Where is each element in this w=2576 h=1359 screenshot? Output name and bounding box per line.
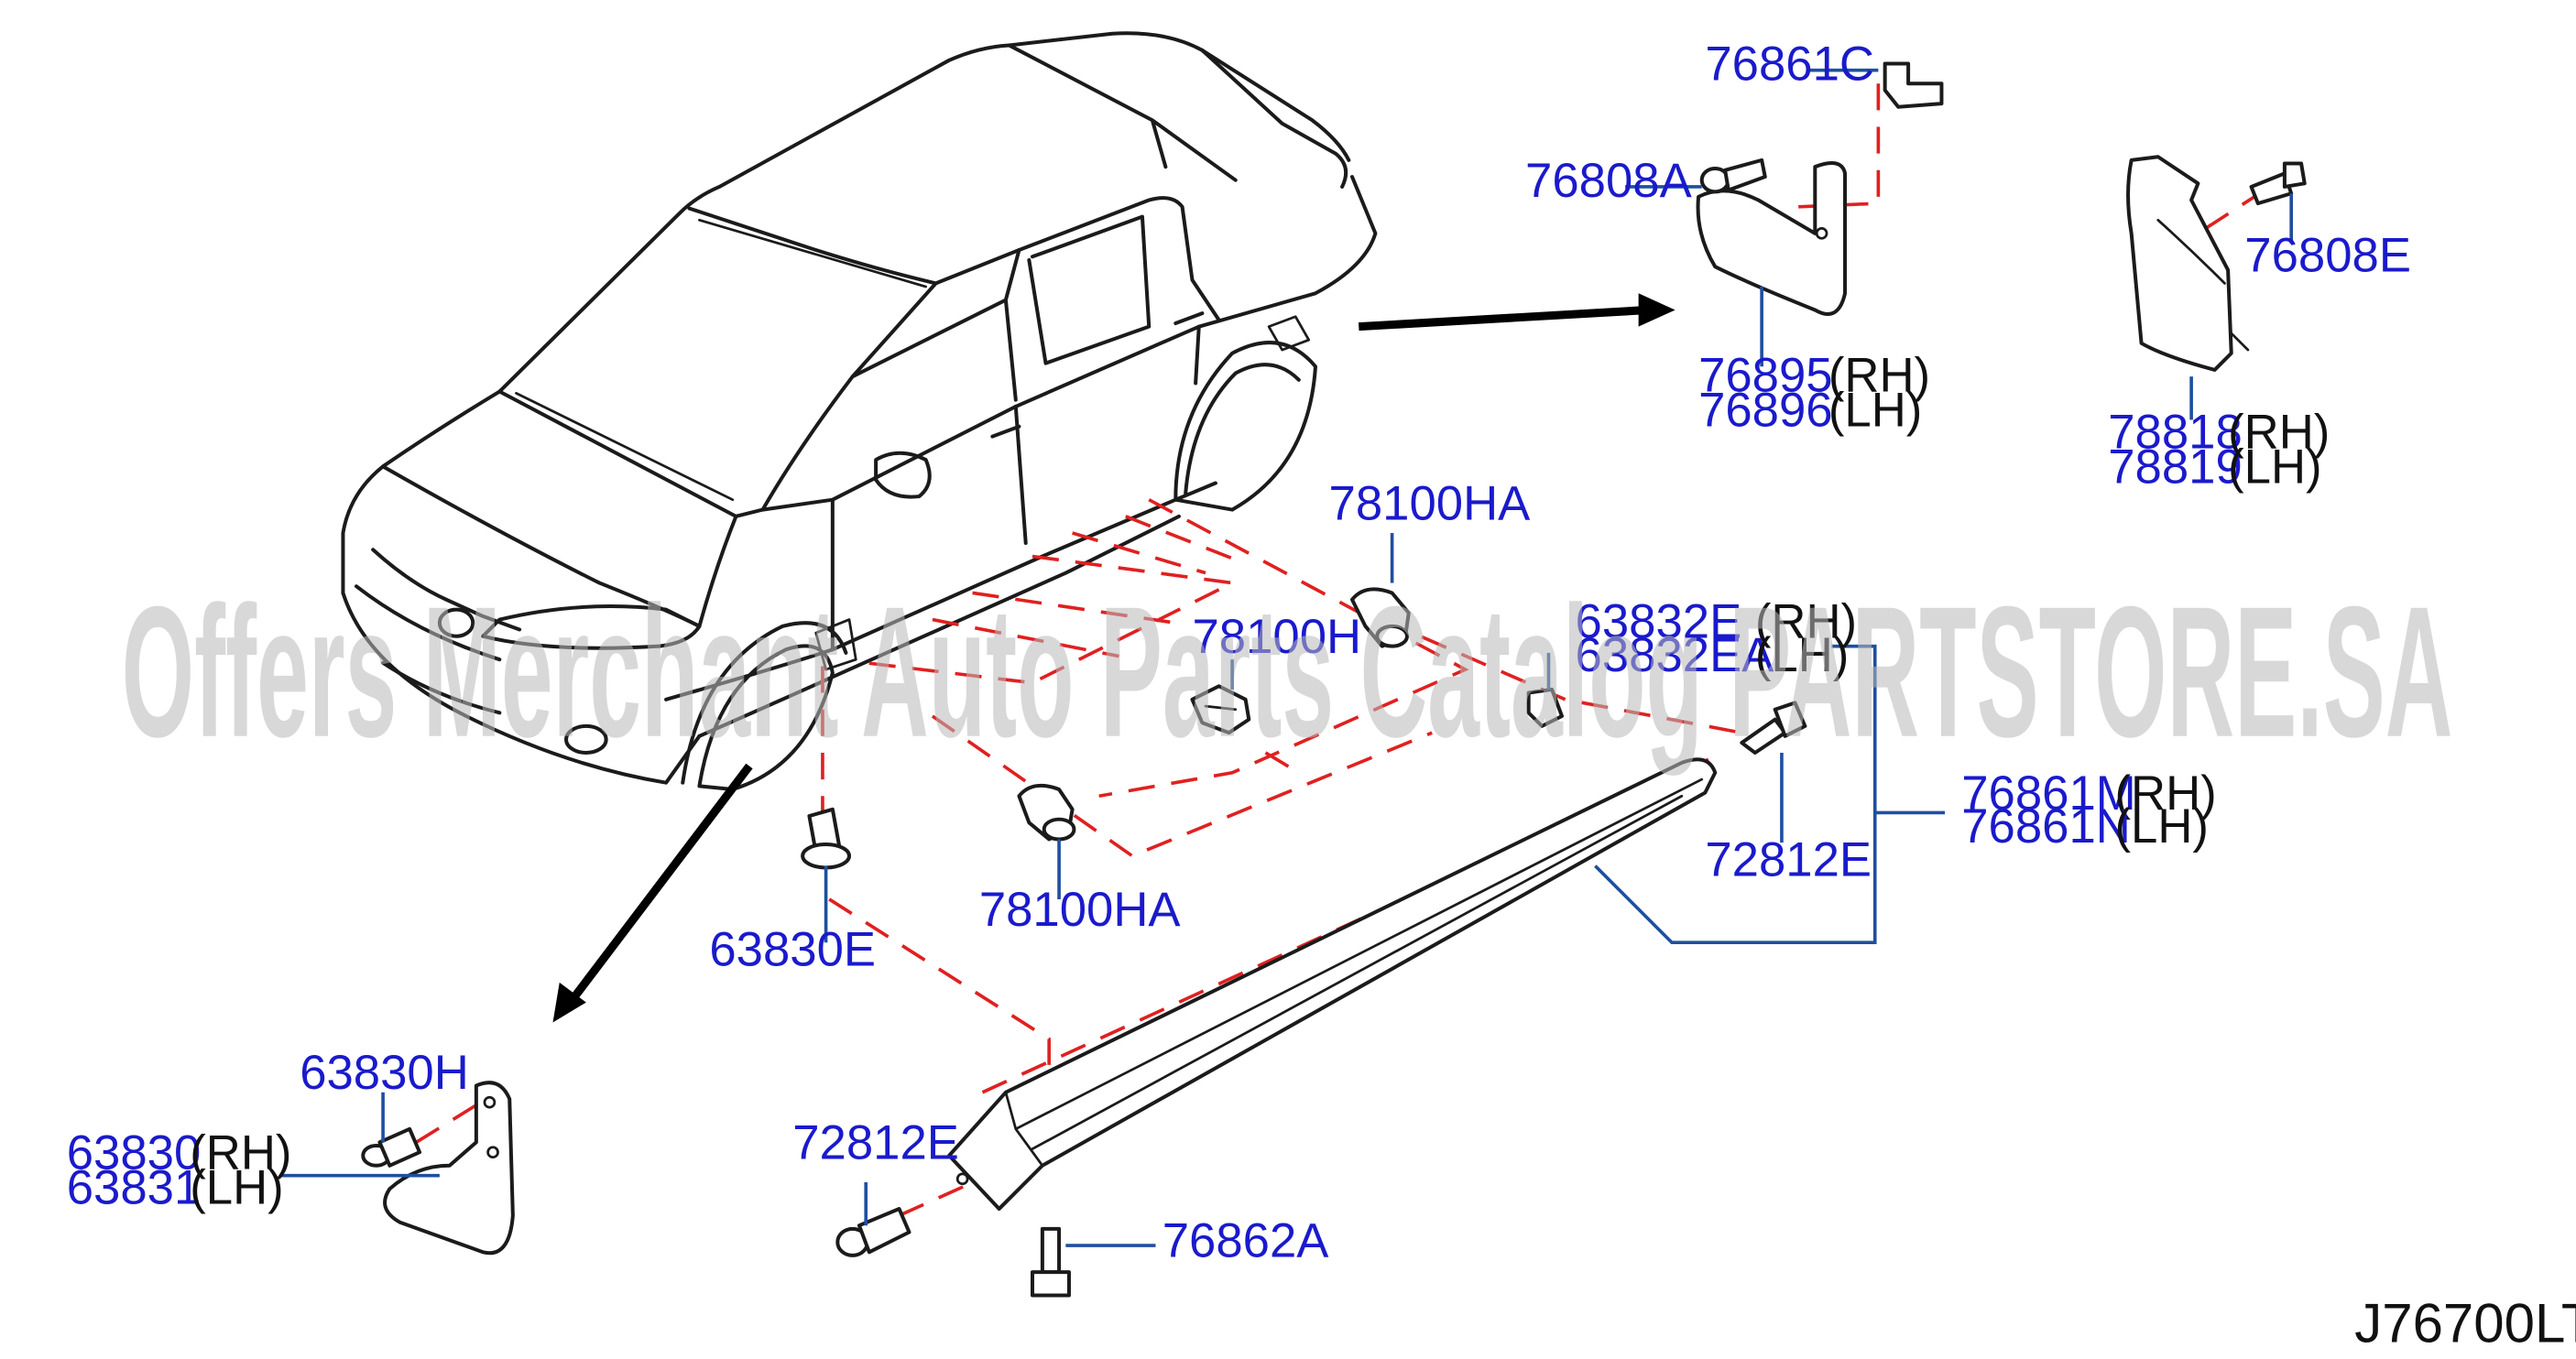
bolt-76862A[interactable] xyxy=(1030,1226,1071,1298)
side-78819: (LH) xyxy=(2228,440,2321,495)
part-78819[interactable]: 78819 xyxy=(2108,440,2243,495)
part-72812E-right[interactable]: 72812E xyxy=(1705,832,1872,886)
part-76861M[interactable]: 76861M xyxy=(1961,766,2135,821)
diagram-code: J76700LT xyxy=(2354,1292,2576,1354)
clip-63830E[interactable] xyxy=(801,807,852,870)
mud-guard-78818[interactable] xyxy=(2126,155,2250,372)
clip-78100HA-bottom[interactable] xyxy=(1017,783,1076,842)
part-76862A[interactable]: 76862A xyxy=(1162,1214,1330,1268)
vehicle-illustration xyxy=(341,31,1378,791)
part-78100H[interactable]: 78100H xyxy=(1192,610,1361,664)
side-78818: (RH) xyxy=(2228,405,2330,459)
side-63832E: (RH) xyxy=(1755,595,1857,649)
clip-76808E[interactable] xyxy=(2249,161,2307,206)
side-63830: (RH) xyxy=(190,1125,291,1180)
screw-76808A[interactable] xyxy=(1699,158,1767,194)
rear-mud-guard-rh[interactable] xyxy=(1696,161,1848,316)
arrow-head-down-left xyxy=(552,982,586,1023)
part-63831[interactable]: 63831 xyxy=(67,1161,202,1215)
side-63832EA: (LH) xyxy=(1755,628,1849,682)
part-78818[interactable]: 78818 xyxy=(2108,405,2243,459)
part-76895[interactable]: 76895 xyxy=(1698,349,1833,403)
part-63832E[interactable]: 63832E xyxy=(1576,595,1742,649)
part-76896[interactable]: 76896 xyxy=(1698,384,1833,438)
part-78100HA-bottom[interactable]: 78100HA xyxy=(979,883,1182,937)
side-76861N: (LH) xyxy=(2114,799,2208,853)
callout-labels: 76861C 76808A 76895 (RH) 76896 (LH) 7881… xyxy=(67,38,2576,1354)
leader-lines xyxy=(279,68,2293,1247)
clip-63830H[interactable] xyxy=(361,1126,422,1168)
clip-78100H[interactable] xyxy=(1190,684,1251,735)
clip-78100HA-top[interactable] xyxy=(1349,587,1411,648)
arrow-head-right xyxy=(1638,293,1675,327)
bracket-76861C[interactable] xyxy=(1883,61,1944,109)
side-76896: (LH) xyxy=(1828,384,1922,438)
part-63830E[interactable]: 63830E xyxy=(709,923,876,977)
side-sill-cover[interactable] xyxy=(947,757,1718,1212)
clip-72812E-right[interactable] xyxy=(1740,701,1807,755)
side-76895: (RH) xyxy=(1828,349,1930,403)
part-72812E-bottom[interactable]: 72812E xyxy=(792,1116,959,1170)
part-76808E[interactable]: 76808E xyxy=(2244,229,2411,283)
front-mud-guard-63830[interactable] xyxy=(383,1081,515,1256)
part-63830H[interactable]: 63830H xyxy=(300,1046,469,1100)
part-76808A[interactable]: 76808A xyxy=(1525,154,1693,208)
part-76861N[interactable]: 76861N xyxy=(1961,799,2131,853)
watermark: Offers Merchant Auto Parts Catalog PARTS… xyxy=(122,569,2453,777)
clip-72812E-bottom[interactable] xyxy=(835,1207,911,1257)
part-78100HA-top[interactable]: 78100HA xyxy=(1329,476,1532,530)
part-63830[interactable]: 63830 xyxy=(67,1125,202,1180)
side-63831: (LH) xyxy=(190,1161,283,1215)
side-76861M: (RH) xyxy=(2114,766,2216,821)
direction-arrows xyxy=(552,293,1675,1023)
part-76861C[interactable]: 76861C xyxy=(1705,38,1874,92)
part-63832EA[interactable]: 63832EA xyxy=(1576,628,1775,682)
clip-63832E[interactable] xyxy=(1526,687,1565,728)
